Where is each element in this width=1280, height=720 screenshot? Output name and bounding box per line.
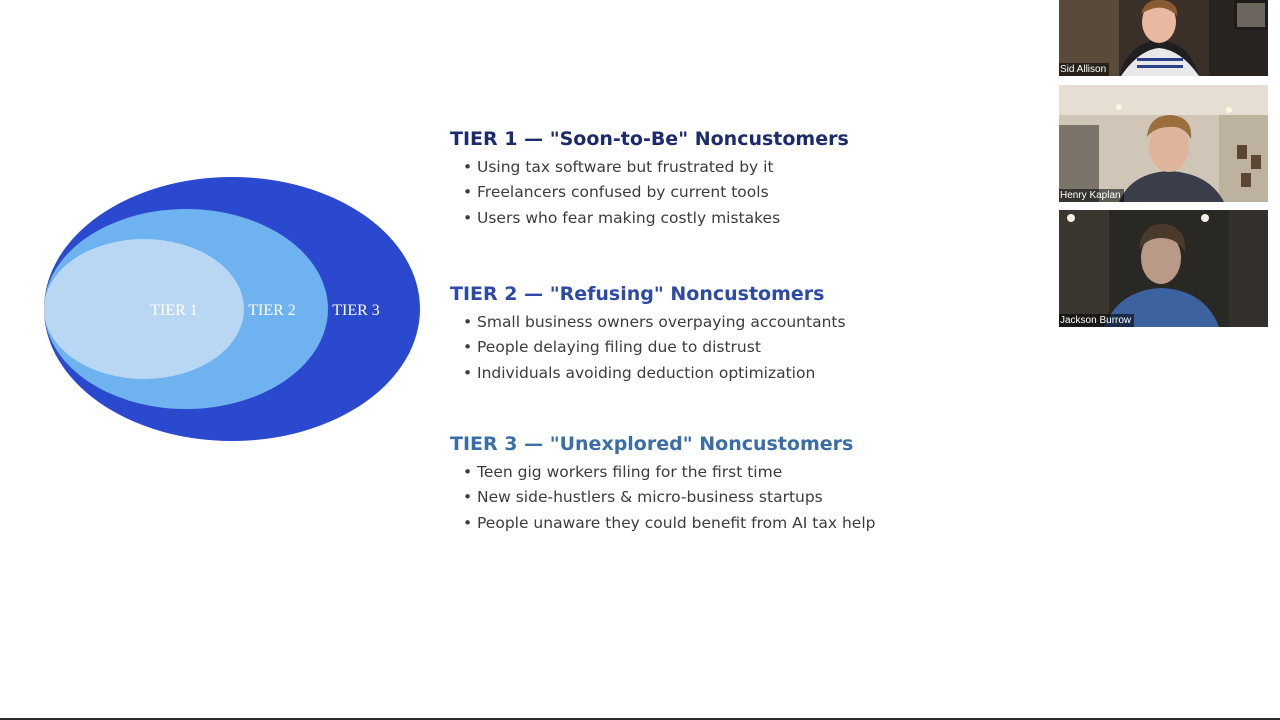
list-item-text: New side-hustlers & micro-business start… — [477, 488, 823, 507]
participant-name: Henry Kaplan — [1059, 189, 1124, 202]
list-item-text: Individuals avoiding deduction optimizat… — [477, 363, 816, 382]
tier-1-section: TIER 1 — "Soon-to-Be" Noncustomers •Usin… — [450, 126, 1010, 231]
participant-name: Sid Allison — [1059, 63, 1110, 76]
video-feed-icon — [1059, 210, 1268, 327]
tier-2-section: TIER 2 — "Refusing" Noncustomers •Small … — [450, 281, 1010, 386]
tier-diagram: TIER 1 TIER 2 TIER 3 — [40, 175, 424, 445]
list-item-text: Using tax software but frustrated by it — [477, 158, 774, 176]
participant-name: Jackson Burrow — [1059, 314, 1135, 327]
participant-tile-jackson-burrow[interactable]: Jackson Burrow — [1059, 210, 1268, 327]
tier-diagram-svg: TIER 1 TIER 2 TIER 3 — [44, 177, 420, 441]
bullet-icon: • — [463, 338, 473, 357]
tier-3-label: TIER 3 — [332, 302, 380, 319]
participant-tile-henry-kaplan[interactable]: Henry Kaplan — [1059, 85, 1268, 202]
window-bottom-edge — [0, 718, 1280, 720]
tier-1-heading: TIER 1 — "Soon-to-Be" Noncustomers — [450, 128, 849, 150]
list-item-text: Freelancers confused by current tools — [477, 183, 769, 202]
list-item-text: People unaware they could benefit from A… — [477, 513, 876, 532]
tier-1-list: •Using tax software but frustrated by it… — [450, 155, 1010, 231]
tier-1-ellipse — [44, 239, 244, 379]
bullet-icon: • — [463, 513, 473, 532]
list-item-text: People delaying filing due to distrust — [477, 338, 761, 357]
list-item: •Freelancers confused by current tools — [463, 180, 1010, 205]
list-item: •People delaying filing due to distrust — [463, 335, 1010, 360]
list-item: •People unaware they could benefit from … — [463, 511, 1010, 536]
tier-3-section: TIER 3 — "Unexplored" Noncustomers •Teen… — [450, 431, 1010, 536]
bullet-icon: • — [463, 488, 473, 507]
tier-3-list: •Teen gig workers filing for the first t… — [450, 460, 1010, 536]
list-item: •Users who fear making costly mistakes — [463, 206, 1010, 231]
tier-1-label: TIER 1 — [150, 302, 198, 319]
tier-2-label: TIER 2 — [248, 302, 296, 319]
video-feed-icon — [1059, 85, 1268, 202]
bullet-icon: • — [463, 363, 473, 382]
list-item: •New side-hustlers & micro-business star… — [463, 485, 1010, 510]
bullet-icon: • — [463, 313, 473, 331]
shared-slide: TIER 1 TIER 2 TIER 3 TIER 1 — "Soon-to-B… — [40, 126, 1010, 536]
tier-3-heading: TIER 3 — "Unexplored" Noncustomers — [450, 433, 854, 455]
bullet-icon: • — [463, 208, 473, 227]
tier-2-list: •Small business owners overpaying accoun… — [450, 310, 1010, 386]
list-item: •Teen gig workers filing for the first t… — [463, 460, 1010, 485]
tier-2-heading: TIER 2 — "Refusing" Noncustomers — [450, 283, 825, 305]
bullet-icon: • — [463, 183, 473, 202]
list-item-text: Small business owners overpaying account… — [477, 313, 846, 331]
participant-tile-sid-allison[interactable]: Sid Allison — [1059, 0, 1268, 76]
list-item-text: Users who fear making costly mistakes — [477, 208, 781, 227]
bullet-icon: • — [463, 158, 473, 176]
list-item: •Using tax software but frustrated by it — [463, 155, 1010, 180]
bullet-icon: • — [463, 463, 473, 481]
list-item: •Small business owners overpaying accoun… — [463, 310, 1010, 335]
list-item-text: Teen gig workers filing for the first ti… — [477, 463, 783, 481]
list-item: •Individuals avoiding deduction optimiza… — [463, 361, 1010, 386]
